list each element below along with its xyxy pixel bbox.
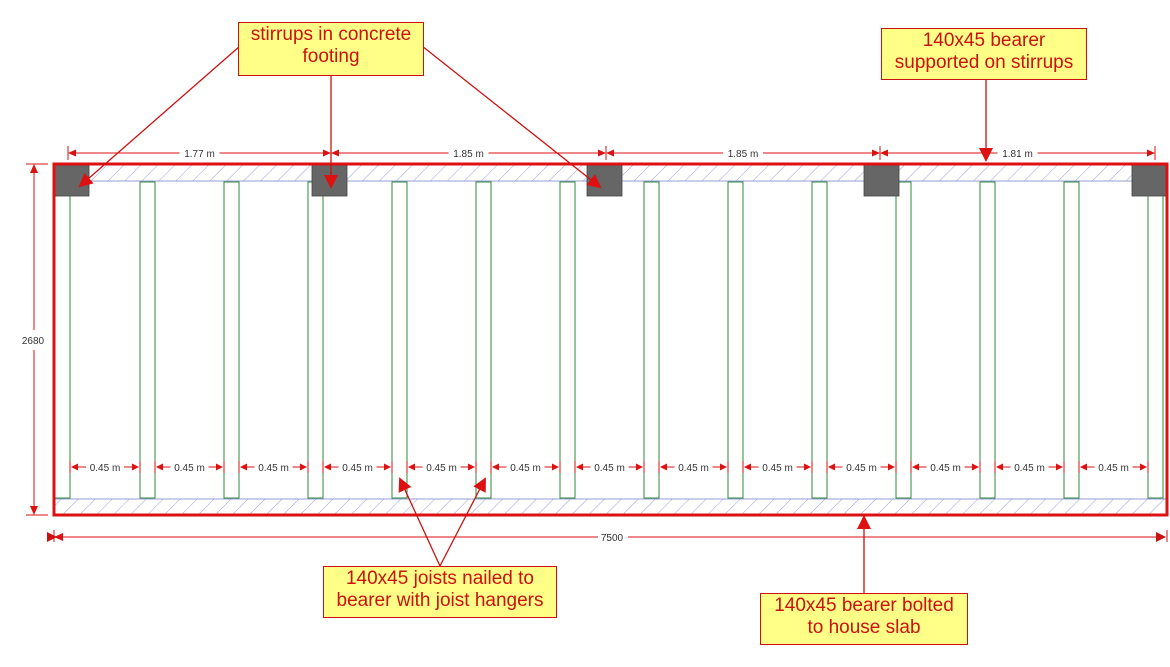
- joist-spacing-label: 0.45 m: [930, 463, 961, 474]
- joist-spacing-label: 0.45 m: [510, 463, 541, 474]
- bottom-bearer: [54, 498, 1168, 516]
- stirrups-callout-line-1: stirrups in concrete: [250, 24, 412, 45]
- joist: [559, 181, 576, 499]
- joist-spacing-dimensions: 0.45 m 0.45 m 0.45 m 0.45 m 0.45 m 0.45 m 0.45…: [69, 461, 1149, 474]
- deck-frame: [52, 162, 1169, 517]
- stirrup-footing: [1131, 163, 1168, 197]
- joist-spacing-label: 0.45 m: [1014, 463, 1045, 474]
- callout-leaders: [78, 45, 993, 593]
- stirrups-callout-line-2: footing: [302, 46, 360, 67]
- joist-spacing-label: 0.45 m: [594, 463, 625, 474]
- joist-spacing-label: 0.45 m: [258, 463, 289, 474]
- footing-spacing-label: 1.81 m: [1002, 149, 1033, 160]
- joist: [391, 181, 408, 499]
- joist: [54, 181, 71, 499]
- joist-spacing-label: 0.45 m: [762, 463, 793, 474]
- overall-depth-label: 2680: [22, 336, 45, 347]
- joist-spacing-label: 0.45 m: [1098, 463, 1129, 474]
- top-bearer-callout-line-2: supported on stirrups: [894, 52, 1074, 73]
- joist-spacing-label: 0.45 m: [678, 463, 709, 474]
- overall-depth-dimension: 2680: [22, 163, 48, 516]
- joist-spacing-label: 0.45 m: [174, 463, 205, 474]
- footing-spacing-label: 1.85 m: [728, 149, 759, 160]
- joist-spacing-label: 0.45 m: [846, 463, 877, 474]
- joist: [307, 181, 324, 499]
- top-bearer-callout-line-1: 140x45 bearer: [922, 30, 1046, 51]
- joist: [643, 181, 660, 499]
- bottom-bearer-callout-line-2: to house slab: [807, 617, 921, 638]
- stirrup-footing: [863, 163, 900, 197]
- bottom-bearer-callout-line-1: 140x45 bearer bolted: [774, 595, 954, 616]
- joist-spacing-label: 0.45 m: [90, 463, 121, 474]
- footing-spacing-dimensions: 1.77 m 1.85 m 1.85 m 1.81 m: [67, 146, 1156, 160]
- joist: [727, 181, 744, 499]
- joist: [811, 181, 828, 499]
- joists: [54, 181, 1164, 499]
- joists-callout: 140x45 joists nailed to bearer with jois…: [323, 566, 557, 618]
- top-bearer-callout: 140x45 bearer supported on stirrups: [881, 28, 1087, 80]
- joists-callout-line-1: 140x45 joists nailed to: [345, 568, 534, 589]
- joist: [895, 181, 912, 499]
- joist: [139, 181, 156, 499]
- joists-callout-line-2: bearer with joist hangers: [336, 590, 544, 611]
- footing-spacing-label: 1.85 m: [453, 149, 484, 160]
- joist: [475, 181, 492, 499]
- footings: [53, 163, 1168, 197]
- stirrup-footing: [53, 163, 90, 197]
- bottom-bearer-callout: 140x45 bearer bolted to house slab: [760, 593, 968, 645]
- overall-width-label: 7500: [601, 533, 624, 544]
- footing-spacing-label: 1.77 m: [184, 149, 215, 160]
- joist-spacing-label: 0.45 m: [426, 463, 457, 474]
- stirrup-footing: [586, 163, 623, 197]
- joist: [1147, 181, 1164, 499]
- joist-spacing-label: 0.45 m: [342, 463, 373, 474]
- joist: [223, 181, 240, 499]
- stirrup-footing: [311, 163, 348, 197]
- joist: [1063, 181, 1080, 499]
- joist: [979, 181, 996, 499]
- overall-width-dimension: 7500: [47, 530, 1168, 544]
- stirrups-callout: stirrups in concrete footing: [238, 22, 424, 76]
